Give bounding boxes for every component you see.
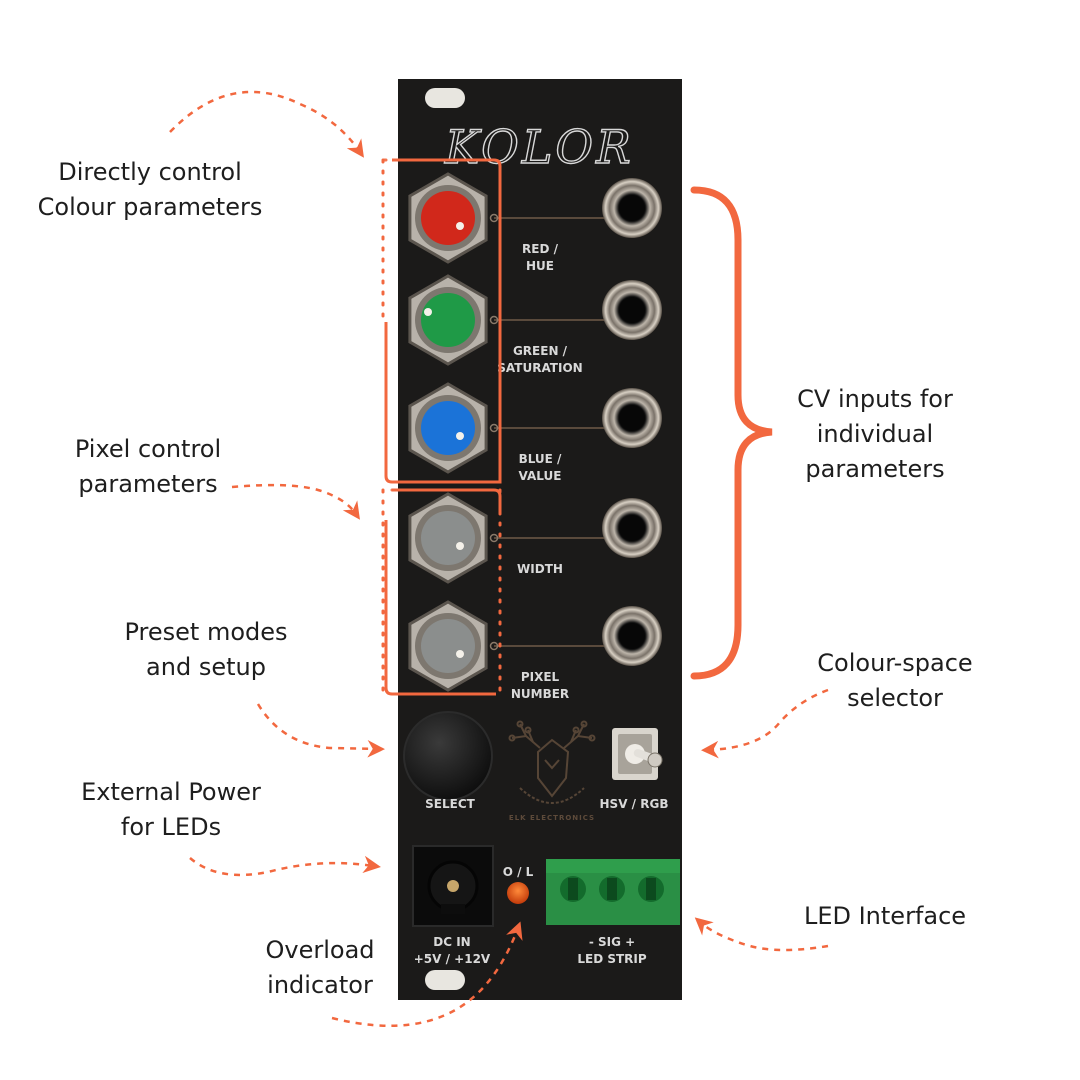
callout-line: parameters — [78, 470, 218, 498]
pixel-cv-jack[interactable] — [602, 606, 662, 666]
elk-logo — [508, 720, 596, 804]
button-cap — [421, 511, 475, 565]
callout-preset-modes: Preset modes and setup — [96, 615, 316, 685]
button-cap — [421, 293, 475, 347]
callout-external-power: External Power for LEDs — [56, 775, 286, 845]
dc-label-2: +5V / +12V — [414, 952, 491, 966]
blue-label: BLUE / — [519, 452, 562, 466]
green-cv-jack[interactable] — [602, 280, 662, 340]
led-strip-label-1: - SIG + — [589, 935, 635, 949]
button-indicator-dot — [424, 308, 432, 316]
callout-line: indicator — [267, 971, 373, 999]
button-indicator-dot — [456, 432, 464, 440]
jack-hole — [619, 195, 645, 221]
brand-text: ELK ELECTRONICS — [509, 814, 595, 822]
select-encoder[interactable] — [403, 711, 493, 801]
blue-button[interactable] — [408, 382, 488, 474]
width-cv-jack[interactable] — [602, 498, 662, 558]
hsv-rgb-toggle[interactable] — [612, 728, 663, 780]
mounting-hole-top — [425, 88, 465, 108]
button-cap — [421, 401, 475, 455]
button-indicator-dot — [456, 650, 464, 658]
blue-label: VALUE — [519, 469, 562, 483]
switch-label: HSV / RGB — [600, 797, 669, 811]
jack-hole — [619, 297, 645, 323]
preset-group-dotted — [381, 158, 502, 696]
overload-label: O / L — [503, 865, 534, 879]
trace-pad — [489, 315, 499, 325]
callout-pixel-control: Pixel control parameters — [38, 432, 258, 502]
callout-line: for LEDs — [120, 813, 222, 841]
dc-in-jack[interactable] — [412, 845, 494, 927]
callout-line: External Power — [81, 778, 261, 806]
callout-line: Colour parameters — [37, 193, 263, 221]
trace-pad — [489, 641, 499, 651]
red-label: HUE — [526, 259, 554, 273]
arrow-led-interface — [694, 917, 829, 952]
pixel-button[interactable] — [408, 600, 488, 692]
callout-line: selector — [847, 684, 943, 712]
colour-group-dotted — [381, 158, 502, 492]
arrow-directly-control — [169, 90, 364, 158]
trace-pad — [489, 533, 499, 543]
red-cv-jack[interactable] — [602, 178, 662, 238]
control-rows: RED / HUE GREEN / SATURATION BLUE / VALUE WIDT… — [408, 172, 662, 701]
pixel-label: NUMBER — [511, 687, 569, 701]
led-strip-label-2: LED STRIP — [577, 952, 647, 966]
button-indicator-dot — [456, 222, 464, 230]
callout-line: Colour-space — [817, 649, 973, 677]
colour-group-bracket — [384, 158, 502, 484]
jack-hole — [619, 405, 645, 431]
led-strip-terminal[interactable] — [546, 859, 680, 925]
callout-overload: Overload indicator — [230, 933, 410, 1003]
callout-line: Preset modes — [124, 618, 288, 646]
callout-line: Pixel control — [74, 435, 222, 463]
green-label: SATURATION — [497, 361, 582, 375]
red-label: RED / — [522, 242, 559, 256]
overload-led — [507, 882, 529, 904]
callout-line: Overload — [265, 936, 375, 964]
button-cap — [421, 191, 475, 245]
dc-label-1: DC IN — [433, 935, 470, 949]
trace-pad — [489, 423, 499, 433]
callout-colour-space: Colour-space selector — [790, 646, 1000, 716]
mounting-hole-bottom — [425, 970, 465, 990]
callout-cv-inputs: CV inputs for individual parameters — [765, 382, 985, 487]
callout-line: and setup — [146, 653, 266, 681]
width-label: WIDTH — [517, 562, 563, 576]
callout-line: LED Interface — [803, 902, 967, 930]
select-label: SELECT — [425, 797, 475, 811]
annotation-overlays — [169, 90, 829, 1028]
pixel-label: PIXEL — [521, 670, 560, 684]
arrow-colour-space — [701, 688, 829, 759]
arrow-preset-modes — [256, 703, 385, 758]
blue-cv-jack[interactable] — [602, 388, 662, 448]
button-cap — [421, 619, 475, 673]
green-label: GREEN / — [513, 344, 568, 358]
callout-directly-control: Directly control Colour parameters — [20, 155, 280, 225]
button-indicator-dot — [456, 542, 464, 550]
callout-line: CV inputs for — [797, 385, 953, 413]
cv-curly-brace — [690, 186, 773, 680]
eurorack-panel: KOLOR RED / HUE GREEN / SATURATION BLUE / VAL… — [398, 79, 682, 1000]
arrow-external-power — [189, 855, 381, 877]
arrow-pixel-control — [231, 483, 360, 520]
callout-line: Directly control — [58, 158, 242, 186]
callout-line: parameters — [805, 455, 945, 483]
red-button[interactable] — [408, 172, 488, 264]
green-button[interactable] — [408, 274, 488, 366]
module-title: KOLOR — [444, 120, 634, 174]
pcb-traces — [489, 213, 606, 651]
callout-led-interface: LED Interface — [780, 899, 990, 934]
width-button[interactable] — [408, 492, 488, 584]
callout-line: individual — [816, 420, 934, 448]
jack-hole — [619, 515, 645, 541]
jack-hole — [619, 623, 645, 649]
trace-pad — [489, 213, 499, 223]
